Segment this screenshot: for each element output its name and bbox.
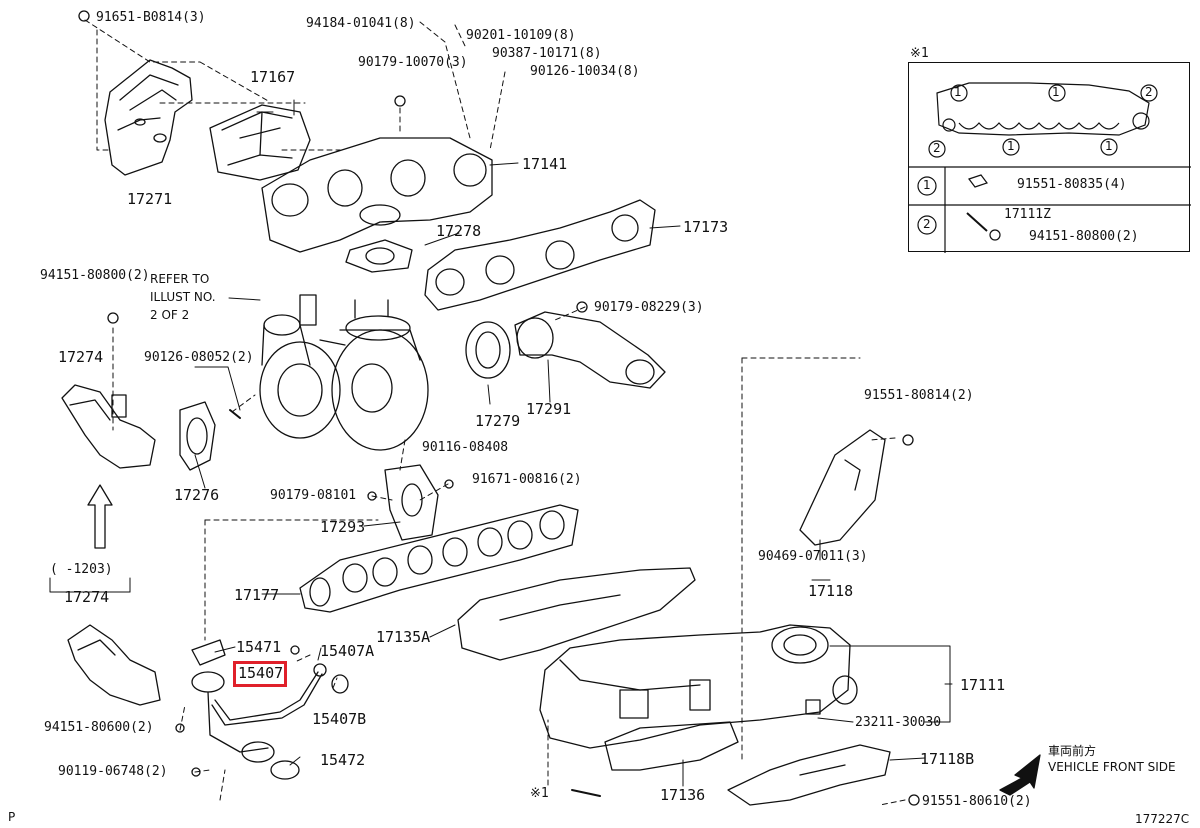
inset-drawing (909, 82, 1191, 253)
gasket-17278 (345, 239, 413, 273)
turbocharger (229, 294, 429, 451)
gasket-17276 (179, 401, 216, 471)
corner-mark: P (8, 810, 16, 824)
part-label: 90126-08052(2) (144, 350, 254, 365)
vehicle-front-arrow-icon (999, 754, 1041, 796)
up-arrow-icon (87, 484, 113, 549)
part-label: 90116-08408 (422, 440, 509, 455)
part-label: 15472 (320, 751, 366, 769)
part-label: 17118 (808, 582, 854, 600)
inset-title: ※1 (910, 46, 929, 61)
intake-manifold-17111 (539, 624, 858, 749)
inset-row-number: 2 (923, 217, 931, 231)
part-label: 17274 (58, 348, 104, 366)
manifold-gasket-17173 (424, 199, 656, 311)
part-label: 15471 (236, 638, 282, 656)
bracket-17118B (727, 744, 920, 806)
gasket-17279 (465, 321, 511, 379)
part-label: 94184-01041(8) (306, 16, 416, 31)
part-label: 17293 (320, 518, 366, 536)
intake-gasket-17177 (299, 504, 579, 613)
inset-circle-label: 2 (1145, 85, 1153, 99)
manifold-cover-17167 (209, 104, 311, 181)
part-label: 17141 (522, 155, 568, 173)
cover-17136 (604, 721, 739, 771)
bracket-17293 (367, 464, 454, 541)
part-label: 17167 (250, 68, 296, 86)
part-label: 90201-10109(8) (466, 28, 576, 43)
heat-shield-17271 (78, 10, 193, 176)
part-label: 91671-00816(2) (472, 472, 582, 487)
part-label: 17136 (660, 786, 706, 804)
part-label: 90179-08101 (270, 488, 357, 503)
part-label: 17118B (920, 750, 975, 768)
part-label: 94151-80600(2) (44, 720, 154, 735)
inset-part-label: 91551-80835(4) (1017, 177, 1127, 192)
front-label-jp: 車両前方 (1048, 744, 1097, 758)
part-label: 17173 (683, 218, 729, 236)
part-label: 15407A (320, 642, 375, 660)
part-label: 17278 (436, 222, 482, 240)
inset-circle-label: 1 (1007, 139, 1015, 153)
figure-id: 177227C (1135, 812, 1190, 826)
cover-17135A (457, 567, 696, 661)
inset-circle-label: 2 (933, 141, 941, 155)
intake-hose-17274-bottom (67, 624, 161, 706)
part-label: 91651-B0814(3) (96, 10, 206, 25)
part-label: 94151-80800(2) (40, 268, 150, 283)
leader-lines (49, 19, 953, 806)
part-label: 90387-10171(8) (492, 46, 602, 61)
inset-row-number: 1 (923, 178, 931, 192)
stud-icon (571, 789, 601, 797)
intake-hose-17274-top (61, 312, 156, 469)
part-label: 15407B (312, 710, 367, 728)
part-label: 17291 (526, 400, 572, 418)
part-label: 90119-06748(2) (58, 764, 168, 779)
exhaust-pipe-17291 (514, 301, 666, 389)
highlight-box (233, 661, 287, 687)
part-label: 17271 (127, 190, 173, 208)
front-label-en: VEHICLE FRONT SIDE (1048, 760, 1176, 774)
inset-circle-label: 1 (954, 85, 962, 99)
part-label: 90469-07011(3) (758, 549, 868, 564)
inset-part-label: 17111Z (1004, 207, 1051, 222)
part-label: 91551-80610(2) (922, 794, 1032, 809)
inset-detail-box: 1 1 2 2 1 1 1 2 91551-80835(4) 17111Z 94… (908, 62, 1191, 253)
inset-circle-label: 1 (1105, 139, 1113, 153)
part-label: 17111 (960, 676, 1006, 694)
part-label-highlighted[interactable]: 15407 (238, 664, 284, 682)
date-range: ( -1203) (50, 562, 113, 577)
inset-circle-label: 1 (1052, 85, 1060, 99)
part-label: 17135A (376, 628, 431, 646)
bracket-17118 (799, 429, 914, 546)
refer-note: 2 OF 2 (150, 308, 190, 322)
exhaust-manifold-17141 (261, 95, 493, 253)
egr-pipe-assembly (175, 639, 349, 780)
inset-part-label: 94151-80800(2) (1029, 229, 1139, 244)
part-label: 90126-10034(8) (530, 64, 640, 79)
part-label: 17177 (234, 586, 280, 604)
part-label: 17274 (64, 588, 110, 606)
part-label: 90179-10070(3) (358, 55, 468, 70)
part-label: 17279 (475, 412, 521, 430)
note-mark: ※1 (530, 786, 549, 801)
part-label: 23211-30030 (855, 715, 942, 730)
part-label: 17276 (174, 486, 220, 504)
refer-note: REFER TO (150, 272, 210, 286)
part-label: 90179-08229(3) (594, 300, 704, 315)
refer-note: ILLUST NO. (150, 290, 216, 304)
part-label: 91551-80814(2) (864, 388, 974, 403)
